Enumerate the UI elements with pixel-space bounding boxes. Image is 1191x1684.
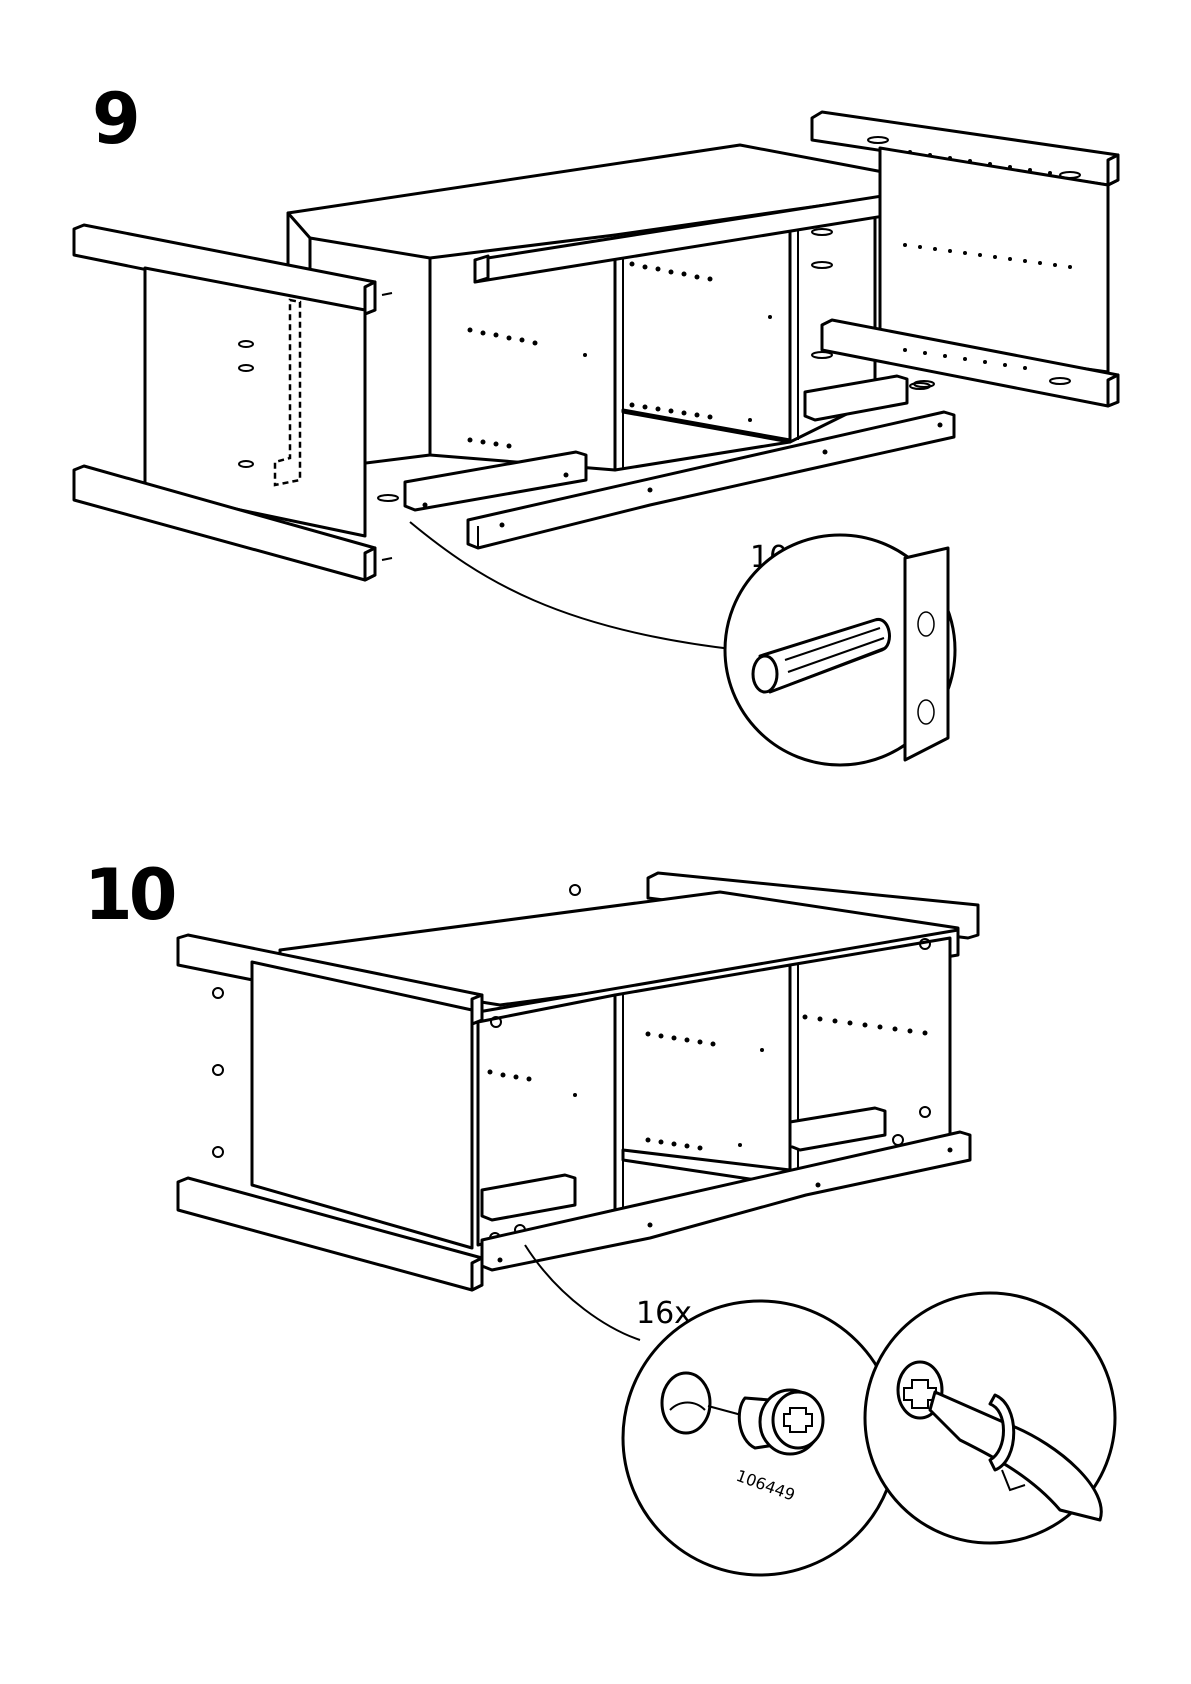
cam-lock-icon xyxy=(739,1390,823,1454)
step-10-illustration: 106449 xyxy=(178,873,1115,1575)
left-side-panel xyxy=(74,225,392,580)
step-9-illustration xyxy=(74,112,1118,765)
screwdriver-detail-circle xyxy=(865,1293,1115,1543)
dowel-detail-circle xyxy=(725,535,955,765)
cabinet-body xyxy=(288,145,952,475)
cam-lock-detail-circle: 106449 xyxy=(623,1301,897,1575)
